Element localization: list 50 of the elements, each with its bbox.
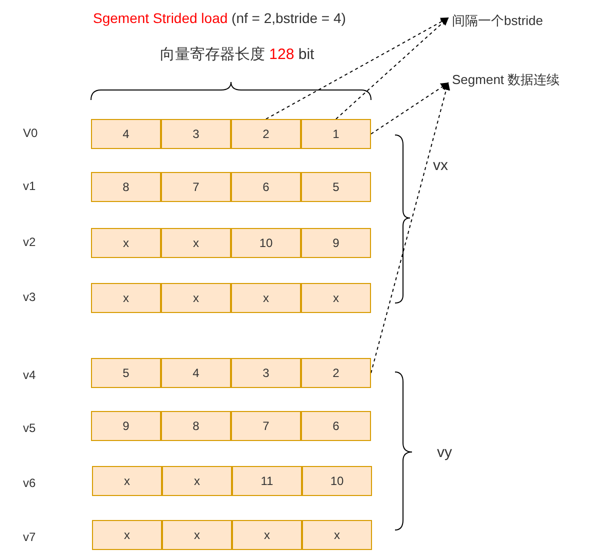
annotation-text: Segment 数据连续: [452, 71, 560, 89]
group-label: vy: [437, 444, 452, 461]
register-element-cell: 3: [231, 358, 301, 388]
register-element-cell: x: [91, 228, 161, 258]
register-element-cell: 2: [301, 358, 371, 388]
register-element-cell: 4: [91, 119, 161, 149]
register-element-cell: 7: [161, 172, 231, 202]
register-element-cell: x: [92, 520, 162, 550]
register-element-cell: 10: [302, 466, 372, 496]
register-element-cell: x: [92, 466, 162, 496]
register-name: v1: [23, 179, 36, 193]
register-element-cell: 4: [161, 358, 231, 388]
register-element-cell: 8: [91, 172, 161, 202]
register-name: v7: [23, 530, 36, 544]
register-element-cell: 9: [301, 228, 371, 258]
dashed-arrow: [266, 18, 449, 120]
register-element-cell: x: [161, 283, 231, 313]
register-element-cell: 1: [301, 119, 371, 149]
register-element-cell: 5: [91, 358, 161, 388]
register-element-cell: 6: [301, 411, 371, 441]
register-name: v4: [23, 368, 36, 382]
register-element-cell: x: [162, 520, 232, 550]
register-element-cell: 3: [161, 119, 231, 149]
register-element-cell: 8: [161, 411, 231, 441]
register-length-label: 向量寄存器长度 128 bit: [160, 45, 314, 64]
dashed-arrow: [370, 82, 450, 374]
register-element-cell: x: [302, 520, 372, 550]
register-name: v3: [23, 290, 36, 304]
register-element-cell: x: [162, 466, 232, 496]
dashed-arrow: [336, 17, 449, 120]
register-element-cell: 9: [91, 411, 161, 441]
annotation-text: 间隔一个bstride: [452, 12, 544, 30]
register-name: v5: [23, 421, 36, 435]
register-element-cell: x: [91, 283, 161, 313]
register-element-cell: 6: [231, 172, 301, 202]
register-element-cell: x: [161, 228, 231, 258]
register-element-cell: 2: [231, 119, 301, 149]
register-element-cell: 5: [301, 172, 371, 202]
register-element-cell: 11: [232, 466, 302, 496]
register-element-cell: x: [301, 283, 371, 313]
title: Sgement Strided load (nf = 2,bstride = 4): [93, 10, 346, 26]
register-element-cell: 10: [231, 228, 301, 258]
register-element-cell: x: [231, 283, 301, 313]
register-element-cell: x: [232, 520, 302, 550]
register-name: v2: [23, 235, 36, 249]
register-name: v6: [23, 476, 36, 490]
register-element-cell: 7: [231, 411, 301, 441]
register-name: V0: [23, 126, 38, 140]
group-label: vx: [433, 157, 448, 174]
dashed-arrow: [370, 82, 449, 134]
